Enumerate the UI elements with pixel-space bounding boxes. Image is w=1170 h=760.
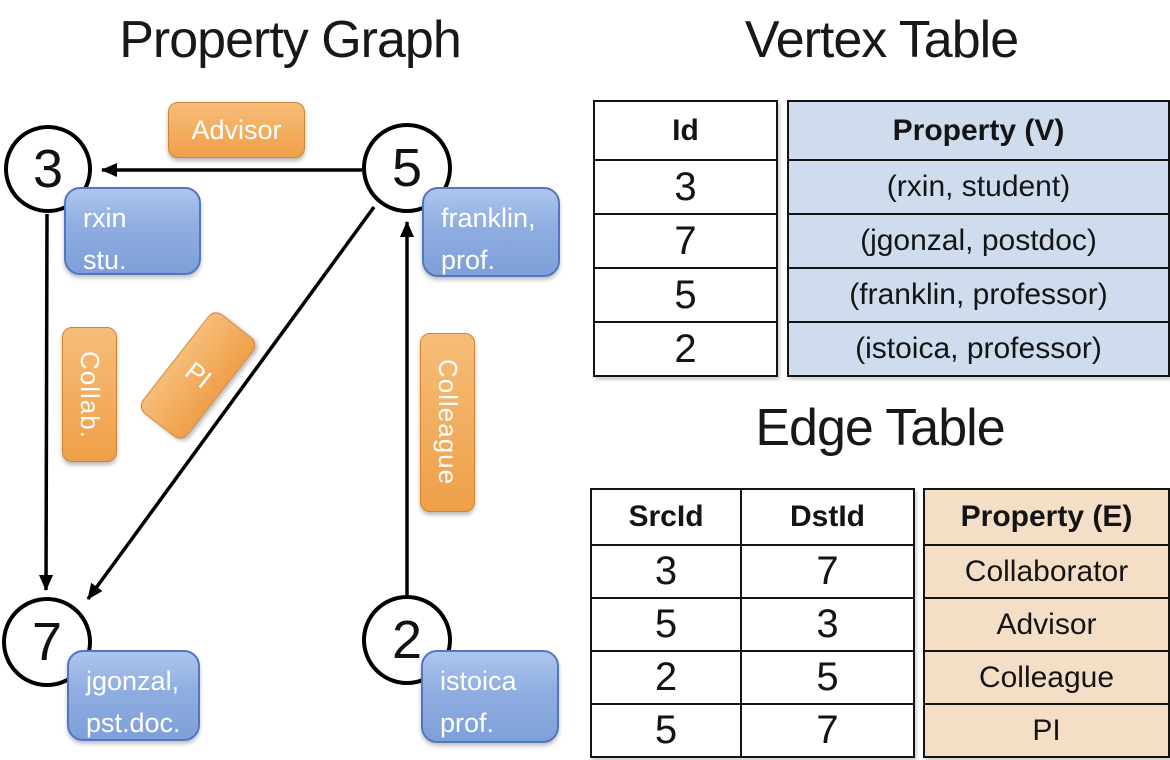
graph-edges-canvas (39, 163, 414, 601)
vertex-property-node-2: istoica prof. (421, 650, 559, 743)
vertex-table-id-column: Id 3 7 5 2 (593, 100, 778, 377)
vertex-property-line: stu. (83, 245, 127, 275)
edge-label-colleague-text: Colleague (433, 359, 463, 486)
vertex-property-line: jgonzal, (86, 666, 180, 696)
edge-table-header-property: Property (E) (960, 500, 1133, 533)
edge-table-srcid-cell: 2 (592, 650, 740, 703)
vertex-table-property-cell: (jgonzal, postdoc) (789, 213, 1168, 267)
vertex-property-node-5: franklin, prof. (422, 187, 560, 277)
vertex-property-line: rxin (83, 203, 127, 233)
vertex-property-node-3: rxin stu. (64, 187, 201, 275)
edge-label-colleague: Colleague (420, 333, 475, 512)
edge-table: SrcId DstId 3 7 5 3 2 5 5 7 Property (E)… (590, 488, 1170, 758)
vertex-table-id-cell: 2 (595, 321, 776, 375)
vertex-table-header-id: Id (672, 113, 699, 147)
vertex-property-line: prof. (440, 708, 495, 738)
edge-table-dstid-cell: 7 (740, 544, 913, 597)
edge-table-property-cell: Colleague (925, 650, 1168, 703)
edge-table-header-dstid: DstId (740, 490, 913, 544)
edge-table-dstid-cell: 7 (740, 703, 913, 756)
edge-label-pi-text: PI (179, 355, 218, 395)
edge-table-title: Edge Table (755, 399, 1005, 457)
edge-table-dstid-cell: 3 (740, 597, 913, 650)
edge-label-collab-text: Collab. (75, 350, 105, 439)
vertex-property-node-7: jgonzal, pst.doc. (67, 650, 200, 741)
node-2: 2 (362, 595, 452, 685)
vertex-table-id-cell: 7 (595, 213, 776, 267)
vertex-property-line: pst.doc. (86, 708, 181, 738)
edge-table-property-cell: Advisor (925, 597, 1168, 650)
edge-collab-3-to-7 (39, 213, 54, 591)
node-5: 5 (362, 123, 452, 213)
edge-table-property-cell: Collaborator (925, 544, 1168, 597)
vertex-property-line: franklin, (441, 203, 536, 233)
vertex-table-id-cell: 5 (595, 267, 776, 321)
vertex-table-header-property: Property (V) (892, 113, 1065, 147)
edge-table-srcid-cell: 5 (592, 597, 740, 650)
vertex-table-title: Vertex Table (744, 11, 1019, 69)
edge-table-id-columns: SrcId DstId 3 7 5 3 2 5 5 7 (590, 488, 915, 758)
edge-table-property-cell: PI (925, 703, 1168, 756)
vertex-table-property-cell: (franklin, professor) (789, 267, 1168, 321)
vertex-table-property-column: Property (V) (rxin, student) (jgonzal, p… (787, 100, 1170, 377)
edge-table-header-srcid: SrcId (628, 500, 704, 533)
edge-label-collab: Collab. (62, 327, 117, 462)
edge-table-dstid-cell: 5 (740, 650, 913, 703)
edge-table-srcid-cell: 5 (592, 703, 740, 756)
vertex-table-id-cell: 3 (595, 159, 776, 213)
vertex-property-line: prof. (441, 245, 496, 275)
edge-label-advisor: Advisor (168, 102, 305, 158)
edge-table-srcid-cell: 3 (592, 544, 740, 597)
vertex-table: Id 3 7 5 2 Property (V) (rxin, student) … (593, 100, 1170, 377)
edge-table-property-column: Property (E) Collaborator Advisor Collea… (923, 488, 1170, 758)
vertex-table-property-cell: (istoica, professor) (789, 321, 1168, 375)
vertex-table-property-cell: (rxin, student) (789, 159, 1168, 213)
edge-pi-5-to-7 (86, 205, 376, 601)
vertex-property-line: istoica (440, 666, 517, 696)
graph-title: Property Graph (119, 11, 462, 69)
